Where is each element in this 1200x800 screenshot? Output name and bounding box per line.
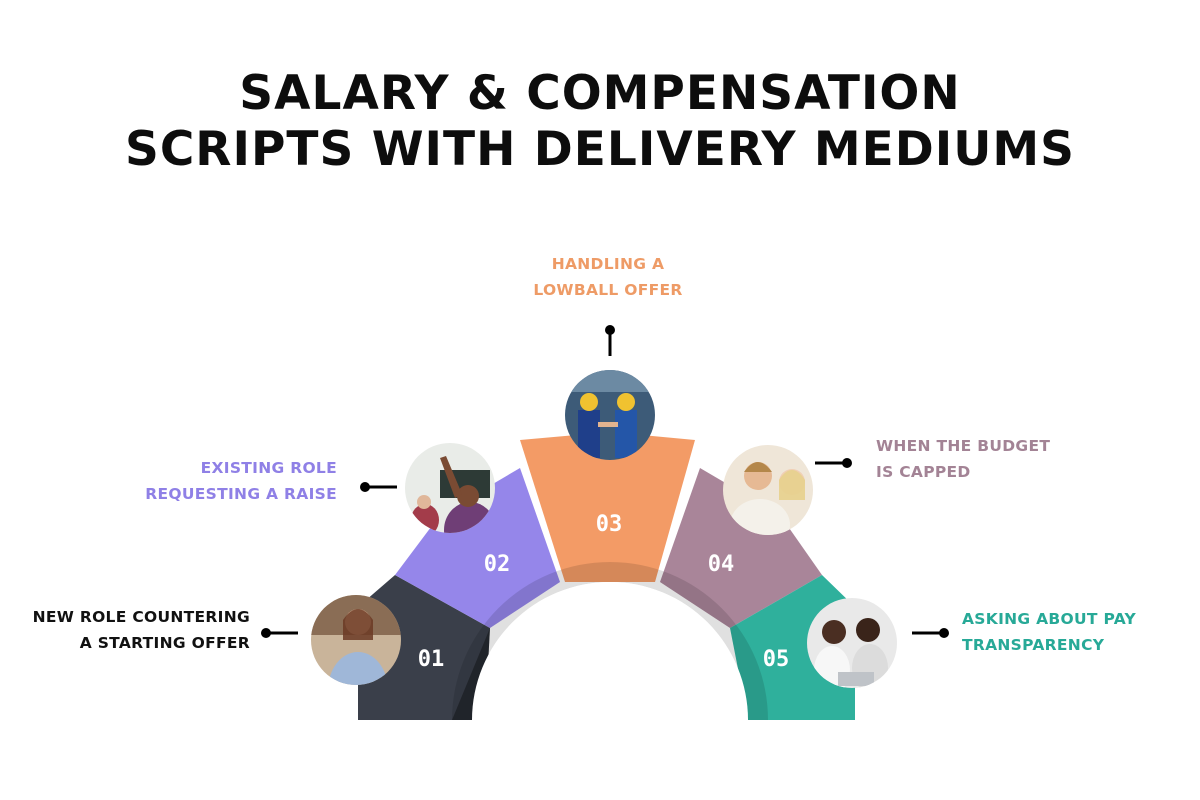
workers-handshake-photo [565, 370, 655, 460]
segment-03 [520, 432, 695, 582]
step-label-02: EXISTING ROLE REQUESTING A RAISE [110, 455, 337, 507]
inner-ring [452, 562, 768, 720]
center-hole [472, 582, 748, 720]
step-label-05-line1: ASKING ABOUT PAY [962, 610, 1137, 628]
segment-number-05: 05 [763, 647, 790, 672]
step-label-03-line1: HANDLING A [551, 255, 665, 273]
step-label-02-line2: REQUESTING A RAISE [145, 485, 337, 503]
connector-02 [360, 482, 397, 492]
step-label-05: ASKING ABOUT PAY TRANSPARENCY [962, 606, 1182, 658]
step-label-01-line1: NEW ROLE COUNTERING [32, 608, 250, 626]
segment-01 [358, 575, 490, 720]
page-title: SALARY & COMPENSATION SCRIPTS WITH DELIV… [0, 66, 1200, 178]
step-label-03: HANDLING A LOWBALL OFFER [508, 251, 708, 303]
step-label-05-line2: TRANSPARENCY [962, 636, 1105, 654]
segment-number-03: 03 [596, 512, 623, 537]
segment-04 [660, 468, 822, 628]
step-label-04-line2: IS CAPPED [876, 463, 971, 481]
segment-number-04: 04 [708, 552, 735, 577]
step-label-04: WHEN THE BUDGET IS CAPPED [876, 433, 1096, 485]
segment-number-01: 01 [418, 647, 445, 672]
step-label-02-line1: EXISTING ROLE [200, 459, 337, 477]
segment-number-02: 02 [484, 552, 511, 577]
title-line-1: SALARY & COMPENSATION [239, 66, 961, 121]
stressed-couple-photo [723, 445, 813, 535]
title-line-2: SCRIPTS WITH DELIVERY MEDIUMS [124, 122, 1076, 177]
connector-01 [261, 628, 298, 638]
step-label-04-line1: WHEN THE BUDGET [876, 437, 1051, 455]
connector-05 [912, 628, 949, 638]
step-label-01: NEW ROLE COUNTERING A STARTING OFFER [18, 604, 250, 656]
connector-03 [605, 325, 615, 356]
step-label-03-line2: LOWBALL OFFER [533, 281, 683, 299]
step-label-01-line2: A STARTING OFFER [79, 634, 250, 652]
classroom-raise-photo [405, 443, 495, 533]
woman-at-desk-photo [311, 595, 401, 685]
segment-02 [395, 468, 560, 628]
connector-04 [815, 458, 852, 468]
